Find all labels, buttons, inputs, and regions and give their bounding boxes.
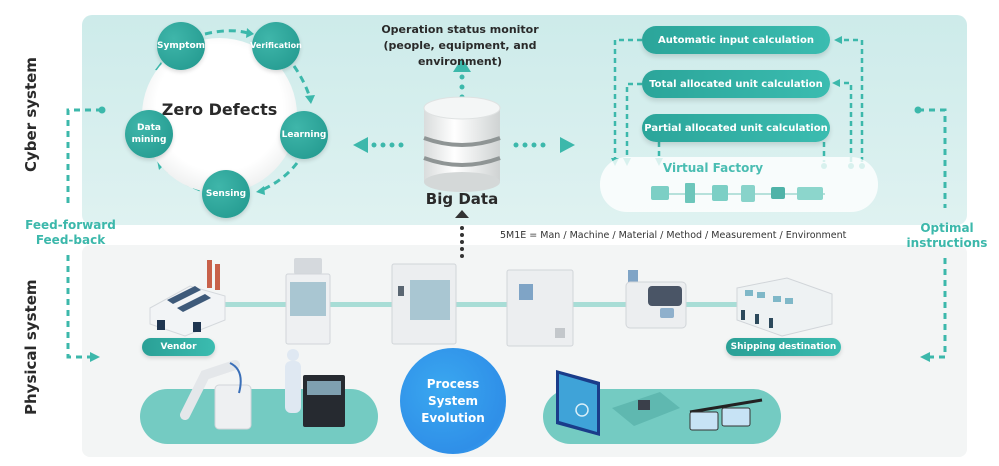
pse-line2: Evolution <box>421 410 485 425</box>
arrow-up-icon <box>453 58 471 72</box>
vendor-label: Vendor <box>142 338 215 356</box>
machine-3-icon <box>506 269 574 347</box>
vf-machine-icon <box>712 185 728 201</box>
optimal-line-bottom <box>930 258 947 359</box>
optimal-arrow-head <box>920 352 930 362</box>
total-allocated-unit-calculation: Total allocated unit calculation <box>642 70 830 98</box>
big-data-label: Big Data <box>425 190 499 208</box>
optimal-text: Optimal <box>920 221 974 235</box>
node-sensing: Sensing <box>202 170 250 218</box>
optimal-instructions-label: Optimal instructions <box>904 221 990 251</box>
node-verification: Verification <box>250 22 302 70</box>
feed-line-top <box>66 108 102 205</box>
virtual-factory-panel <box>600 157 878 212</box>
process-system-evolution: Process System Evolution <box>400 348 506 454</box>
arrow-left-icon <box>353 137 368 153</box>
shipping-destination-label: Shipping destination <box>726 338 841 356</box>
devices-icon <box>556 370 763 436</box>
virtual-factory-title: Virtual Factory <box>662 161 764 175</box>
monitor-line1: Operation status monitor <box>381 23 539 36</box>
feed-forward-text: Feed-forward <box>25 218 116 232</box>
virtual-factory-equipment <box>651 183 825 203</box>
feed-arrow-head <box>90 352 100 362</box>
legend-5m1e: 5M1E = Man / Machine / Material / Method… <box>500 230 847 241</box>
vf-warehouse-icon <box>797 187 823 200</box>
node-data-mining: Data mining <box>125 110 173 158</box>
node-learning: Learning <box>280 111 328 159</box>
vf-machine-icon <box>771 187 785 199</box>
feed-line-bottom <box>66 255 90 359</box>
optimal-line-top <box>918 108 947 208</box>
instructions-text: instructions <box>906 236 988 250</box>
machine-1-icon <box>285 258 331 345</box>
node-symptom: Symptom <box>157 22 205 70</box>
monitor-line2: (people, equipment, and environment) <box>383 39 537 68</box>
zero-defects-title: Zero Defects <box>161 100 278 119</box>
shipping-warehouse-icon <box>736 277 833 337</box>
automatic-input-calculation: Automatic input calculation <box>642 26 830 54</box>
production-line <box>225 302 745 307</box>
robot-and-worker-icon <box>180 349 345 430</box>
machine-2-icon <box>391 263 457 345</box>
partial-allocated-unit-calculation: Partial allocated unit calculation <box>642 114 830 142</box>
machine-4-icon <box>625 270 687 329</box>
pse-line1: Process System <box>426 376 480 408</box>
vf-machine-icon <box>741 185 755 202</box>
vf-machine-icon <box>685 183 695 203</box>
operation-status-monitor: Operation status monitor (people, equipm… <box>340 22 580 70</box>
arrow-right-icon <box>560 137 575 153</box>
vendor-factory-icon <box>149 260 226 337</box>
database-icon <box>423 96 501 192</box>
vf-factory-icon <box>651 186 669 200</box>
feed-back-text: Feed-back <box>35 233 106 247</box>
feed-label: Feed-forward Feed-back <box>18 218 123 248</box>
arrow-up-dark-icon <box>455 210 469 218</box>
